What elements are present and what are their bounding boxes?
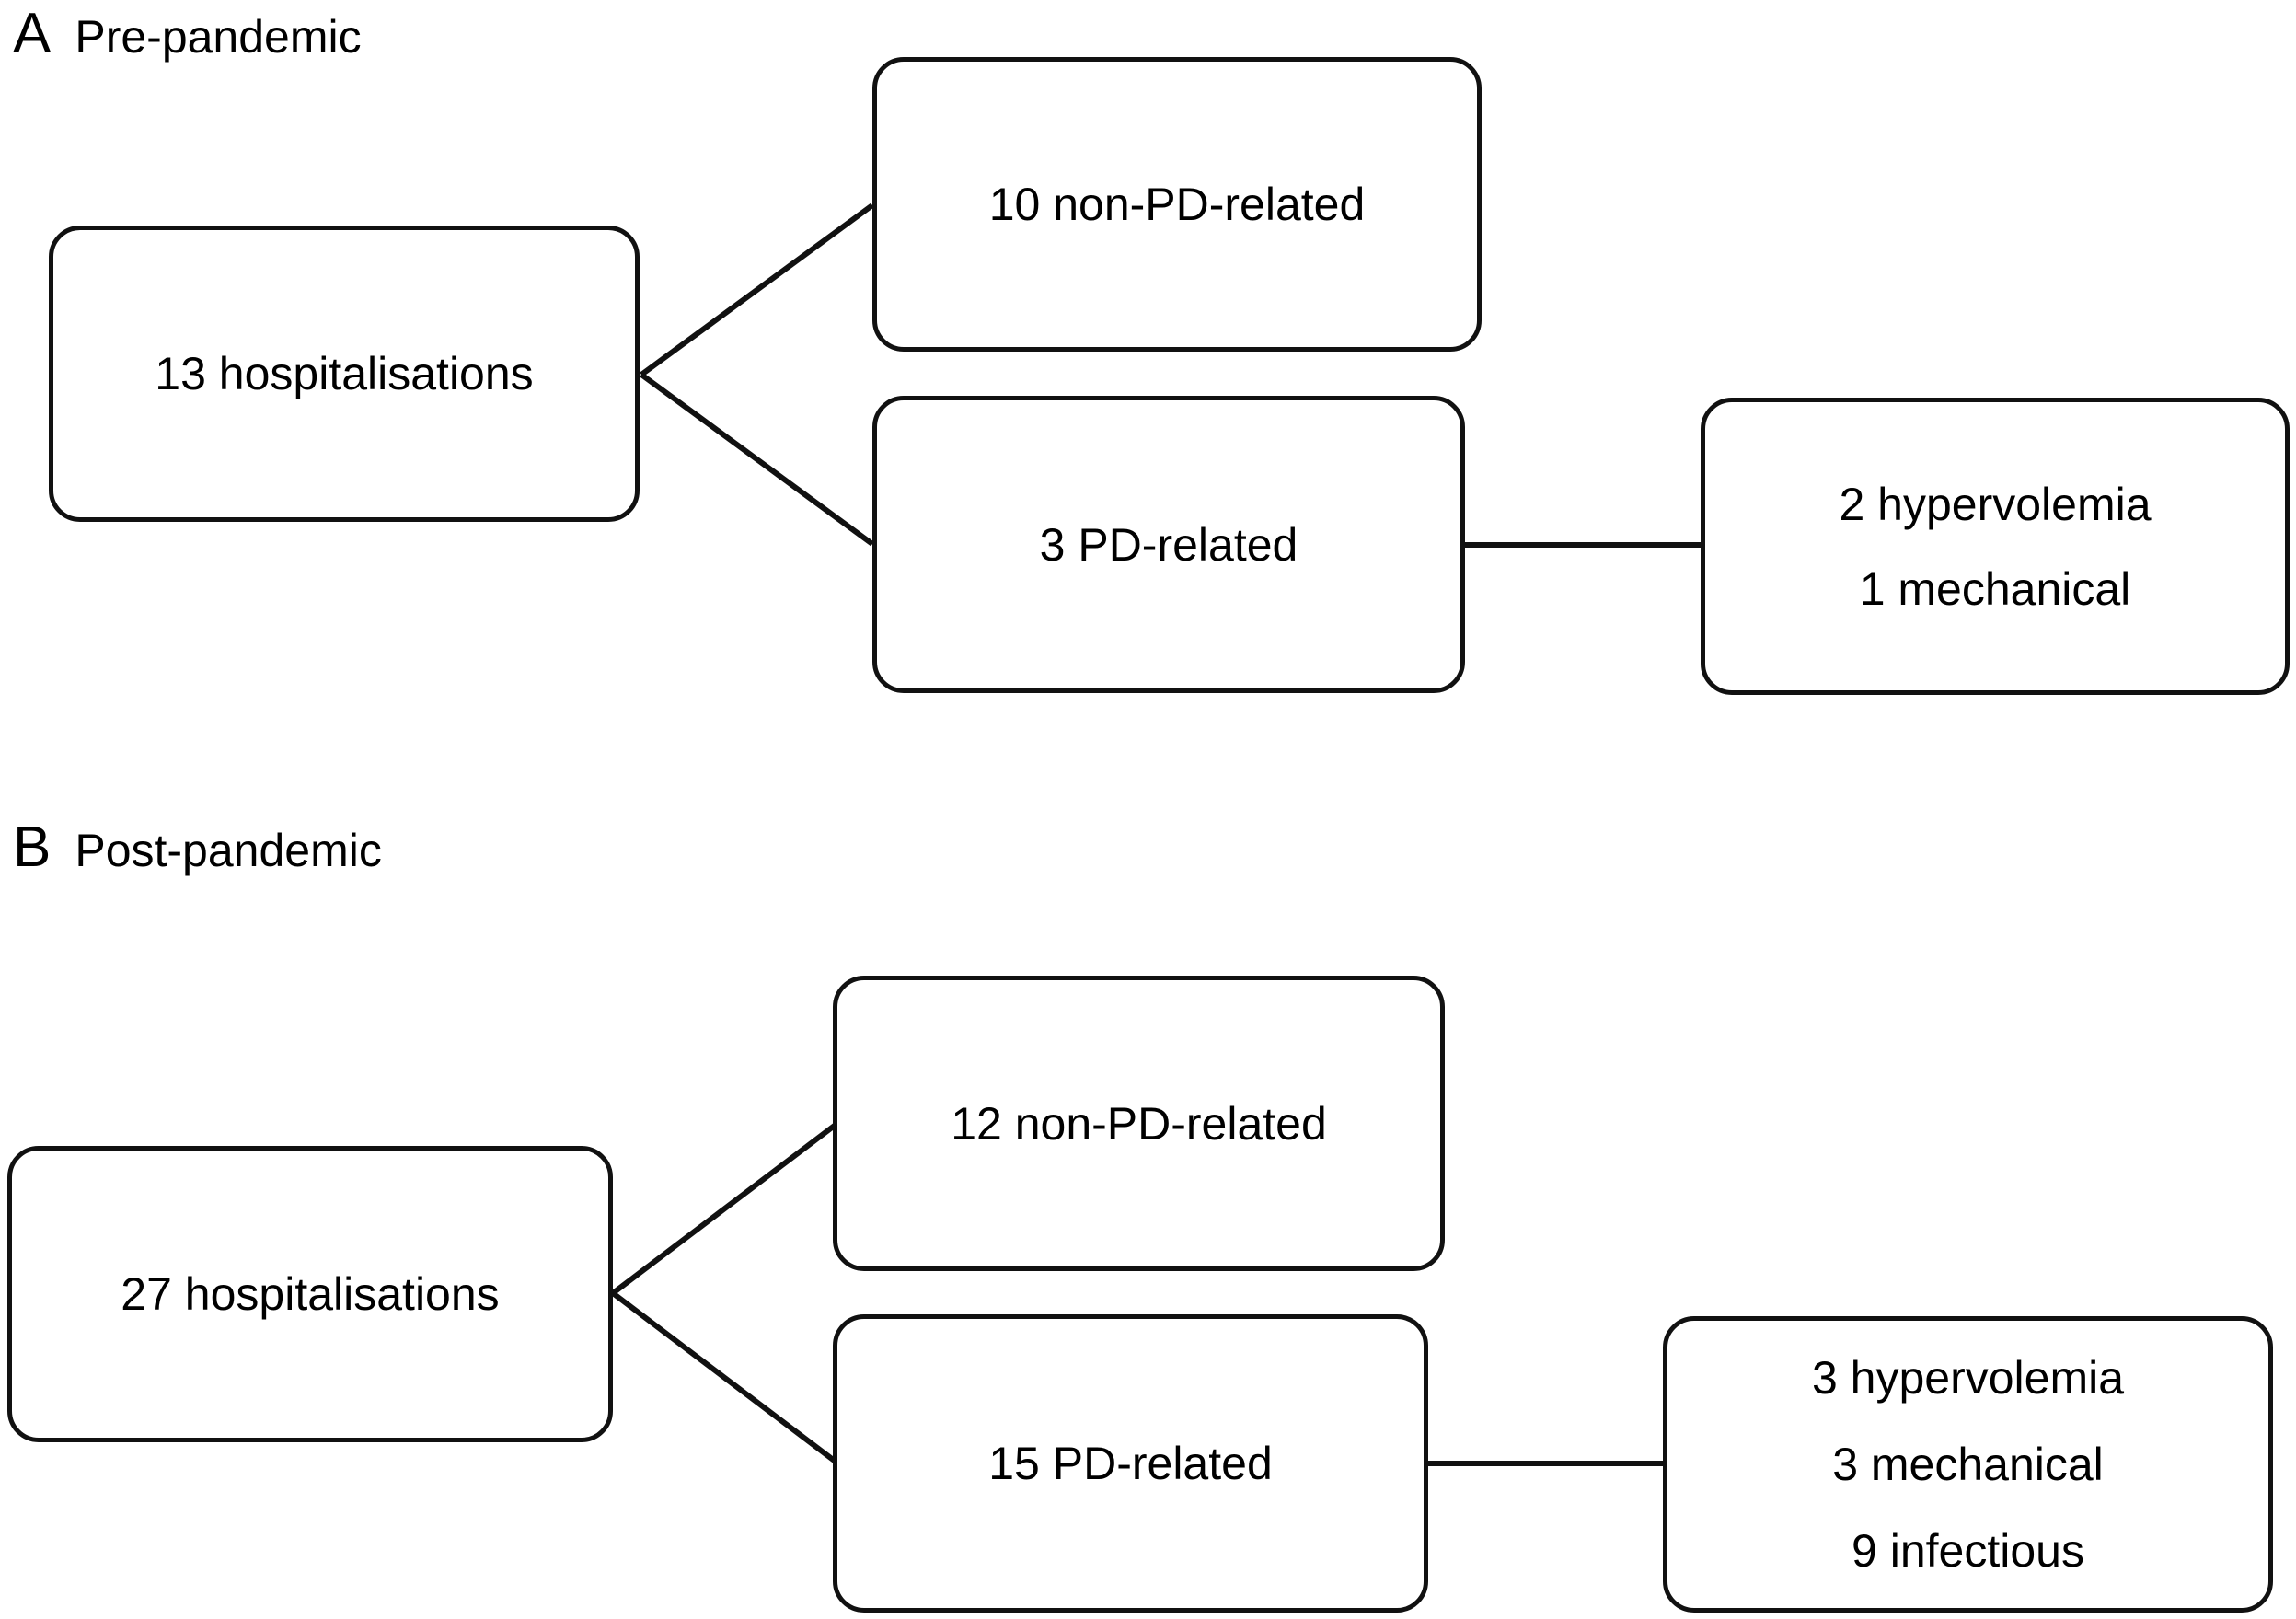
edge-a-total-to-pd bbox=[640, 372, 874, 547]
panel-b-letter: B bbox=[13, 815, 52, 879]
node-a-pd-related[interactable]: 3 PD-related bbox=[872, 396, 1465, 693]
node-b-causes-line-1: 3 hypervolemia bbox=[1811, 1352, 2125, 1404]
node-b-pd-related[interactable]: 15 PD-related bbox=[833, 1314, 1428, 1613]
node-b-non-pd-line-1: 12 non-PD-related bbox=[951, 1097, 1327, 1150]
panel-a-letter: A bbox=[13, 2, 52, 65]
node-b-pd-related-causes[interactable]: 3 hypervolemia 3 mechanical 9 infectious bbox=[1663, 1316, 2273, 1613]
edge-a-total-to-nonpd bbox=[640, 202, 874, 377]
node-a-pd-line-1: 3 PD-related bbox=[1039, 518, 1298, 571]
panel-a-label: A Pre-pandemic bbox=[13, 6, 362, 63]
node-b-pd-line-1: 15 PD-related bbox=[988, 1438, 1273, 1489]
node-b-causes-line-2: 3 mechanical bbox=[1832, 1439, 2104, 1490]
node-a-non-pd-line-1: 10 non-PD-related bbox=[988, 179, 1366, 230]
node-a-total-line-1: 13 hospitalisations bbox=[155, 348, 534, 399]
node-a-non-pd-related[interactable]: 10 non-PD-related bbox=[872, 57, 1482, 352]
edge-b-total-to-pd bbox=[611, 1290, 837, 1464]
node-a-causes-line-2: 1 mechanical bbox=[1859, 562, 2131, 615]
node-a-causes-line-1: 2 hypervolemia bbox=[1839, 478, 2152, 530]
node-b-non-pd-related[interactable]: 12 non-PD-related bbox=[833, 976, 1445, 1271]
node-b-total-line-1: 27 hospitalisations bbox=[121, 1268, 500, 1320]
edge-b-total-to-nonpd bbox=[611, 1122, 837, 1296]
node-b-total-hospitalisations[interactable]: 27 hospitalisations bbox=[7, 1146, 613, 1442]
panel-b-title: Post-pandemic bbox=[75, 825, 382, 876]
panel-a-title: Pre-pandemic bbox=[75, 11, 362, 63]
node-a-total-hospitalisations[interactable]: 13 hospitalisations bbox=[49, 226, 640, 522]
panel-b-label: B Post-pandemic bbox=[13, 819, 382, 876]
node-b-causes-line-3: 9 infectious bbox=[1852, 1525, 2084, 1577]
node-a-pd-related-causes[interactable]: 2 hypervolemia 1 mechanical bbox=[1701, 398, 2290, 695]
